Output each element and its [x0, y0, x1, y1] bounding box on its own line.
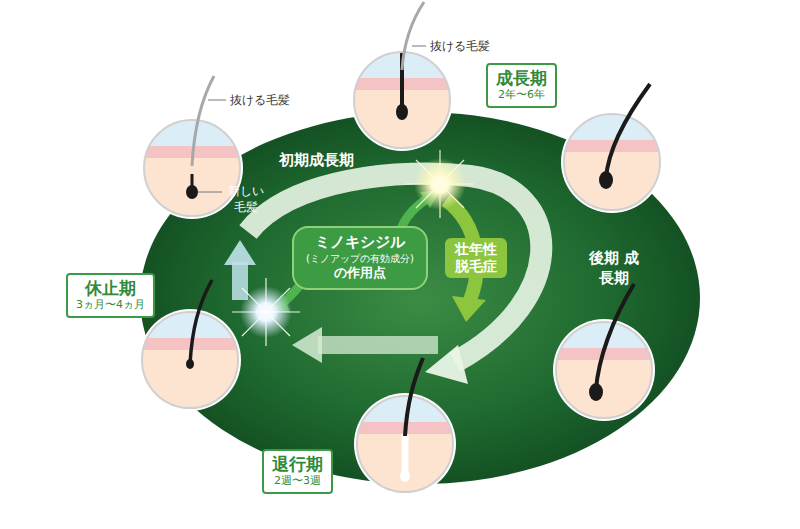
node-text: ミノキシジル	[306, 233, 414, 252]
node-text: 成長期	[496, 68, 547, 88]
leader-lines	[198, 46, 426, 192]
action-point-arrows	[268, 190, 440, 312]
callout-label: 抜ける毛髪	[430, 38, 490, 55]
node-text: 退行期	[272, 454, 323, 474]
follicle-circle	[561, 84, 663, 213]
stage-box: 休止期3ヵ月〜4ヵ月	[66, 273, 155, 318]
callout-label: 新しい 毛髪	[226, 184, 266, 215]
label-text: 新しい 毛髪	[226, 184, 266, 215]
cycle-ground	[140, 112, 700, 484]
follicle-circle	[354, 358, 456, 495]
node-text: の作用点	[306, 265, 414, 282]
node-text: (ミノアップの有効成分)	[306, 252, 414, 265]
baldness-tag: 壮年性 脱毛症	[445, 238, 507, 278]
follicle-circle	[141, 76, 243, 219]
label-text: 後期 成長期	[582, 249, 646, 288]
stage-box: 退行期2週〜3週	[262, 449, 333, 494]
label-text: 抜ける毛髪	[230, 92, 290, 109]
node-text: 2年〜6年	[496, 88, 547, 102]
callout-label: 抜ける毛髪	[230, 92, 290, 109]
label-text: 抜ける毛髪	[430, 38, 490, 55]
label-text: 初期成長期	[279, 151, 354, 170]
cycle-arrows	[224, 174, 541, 384]
follicle-circle	[553, 284, 655, 421]
action-point-box: ミノキシジル(ミノアップの有効成分)の作用点	[292, 226, 428, 290]
phase-label: 初期成長期	[279, 151, 354, 170]
node-text: 壮年性 脱毛症	[449, 241, 503, 275]
stage-box: 成長期2年〜6年	[486, 63, 557, 108]
node-text: 3ヵ月〜4ヵ月	[76, 298, 145, 312]
node-text: 2週〜3週	[272, 474, 323, 488]
action-point-star	[232, 150, 474, 346]
phase-label: 後期 成長期	[582, 249, 646, 288]
follicle-circle	[351, 2, 453, 151]
node-text: 休止期	[76, 278, 145, 298]
